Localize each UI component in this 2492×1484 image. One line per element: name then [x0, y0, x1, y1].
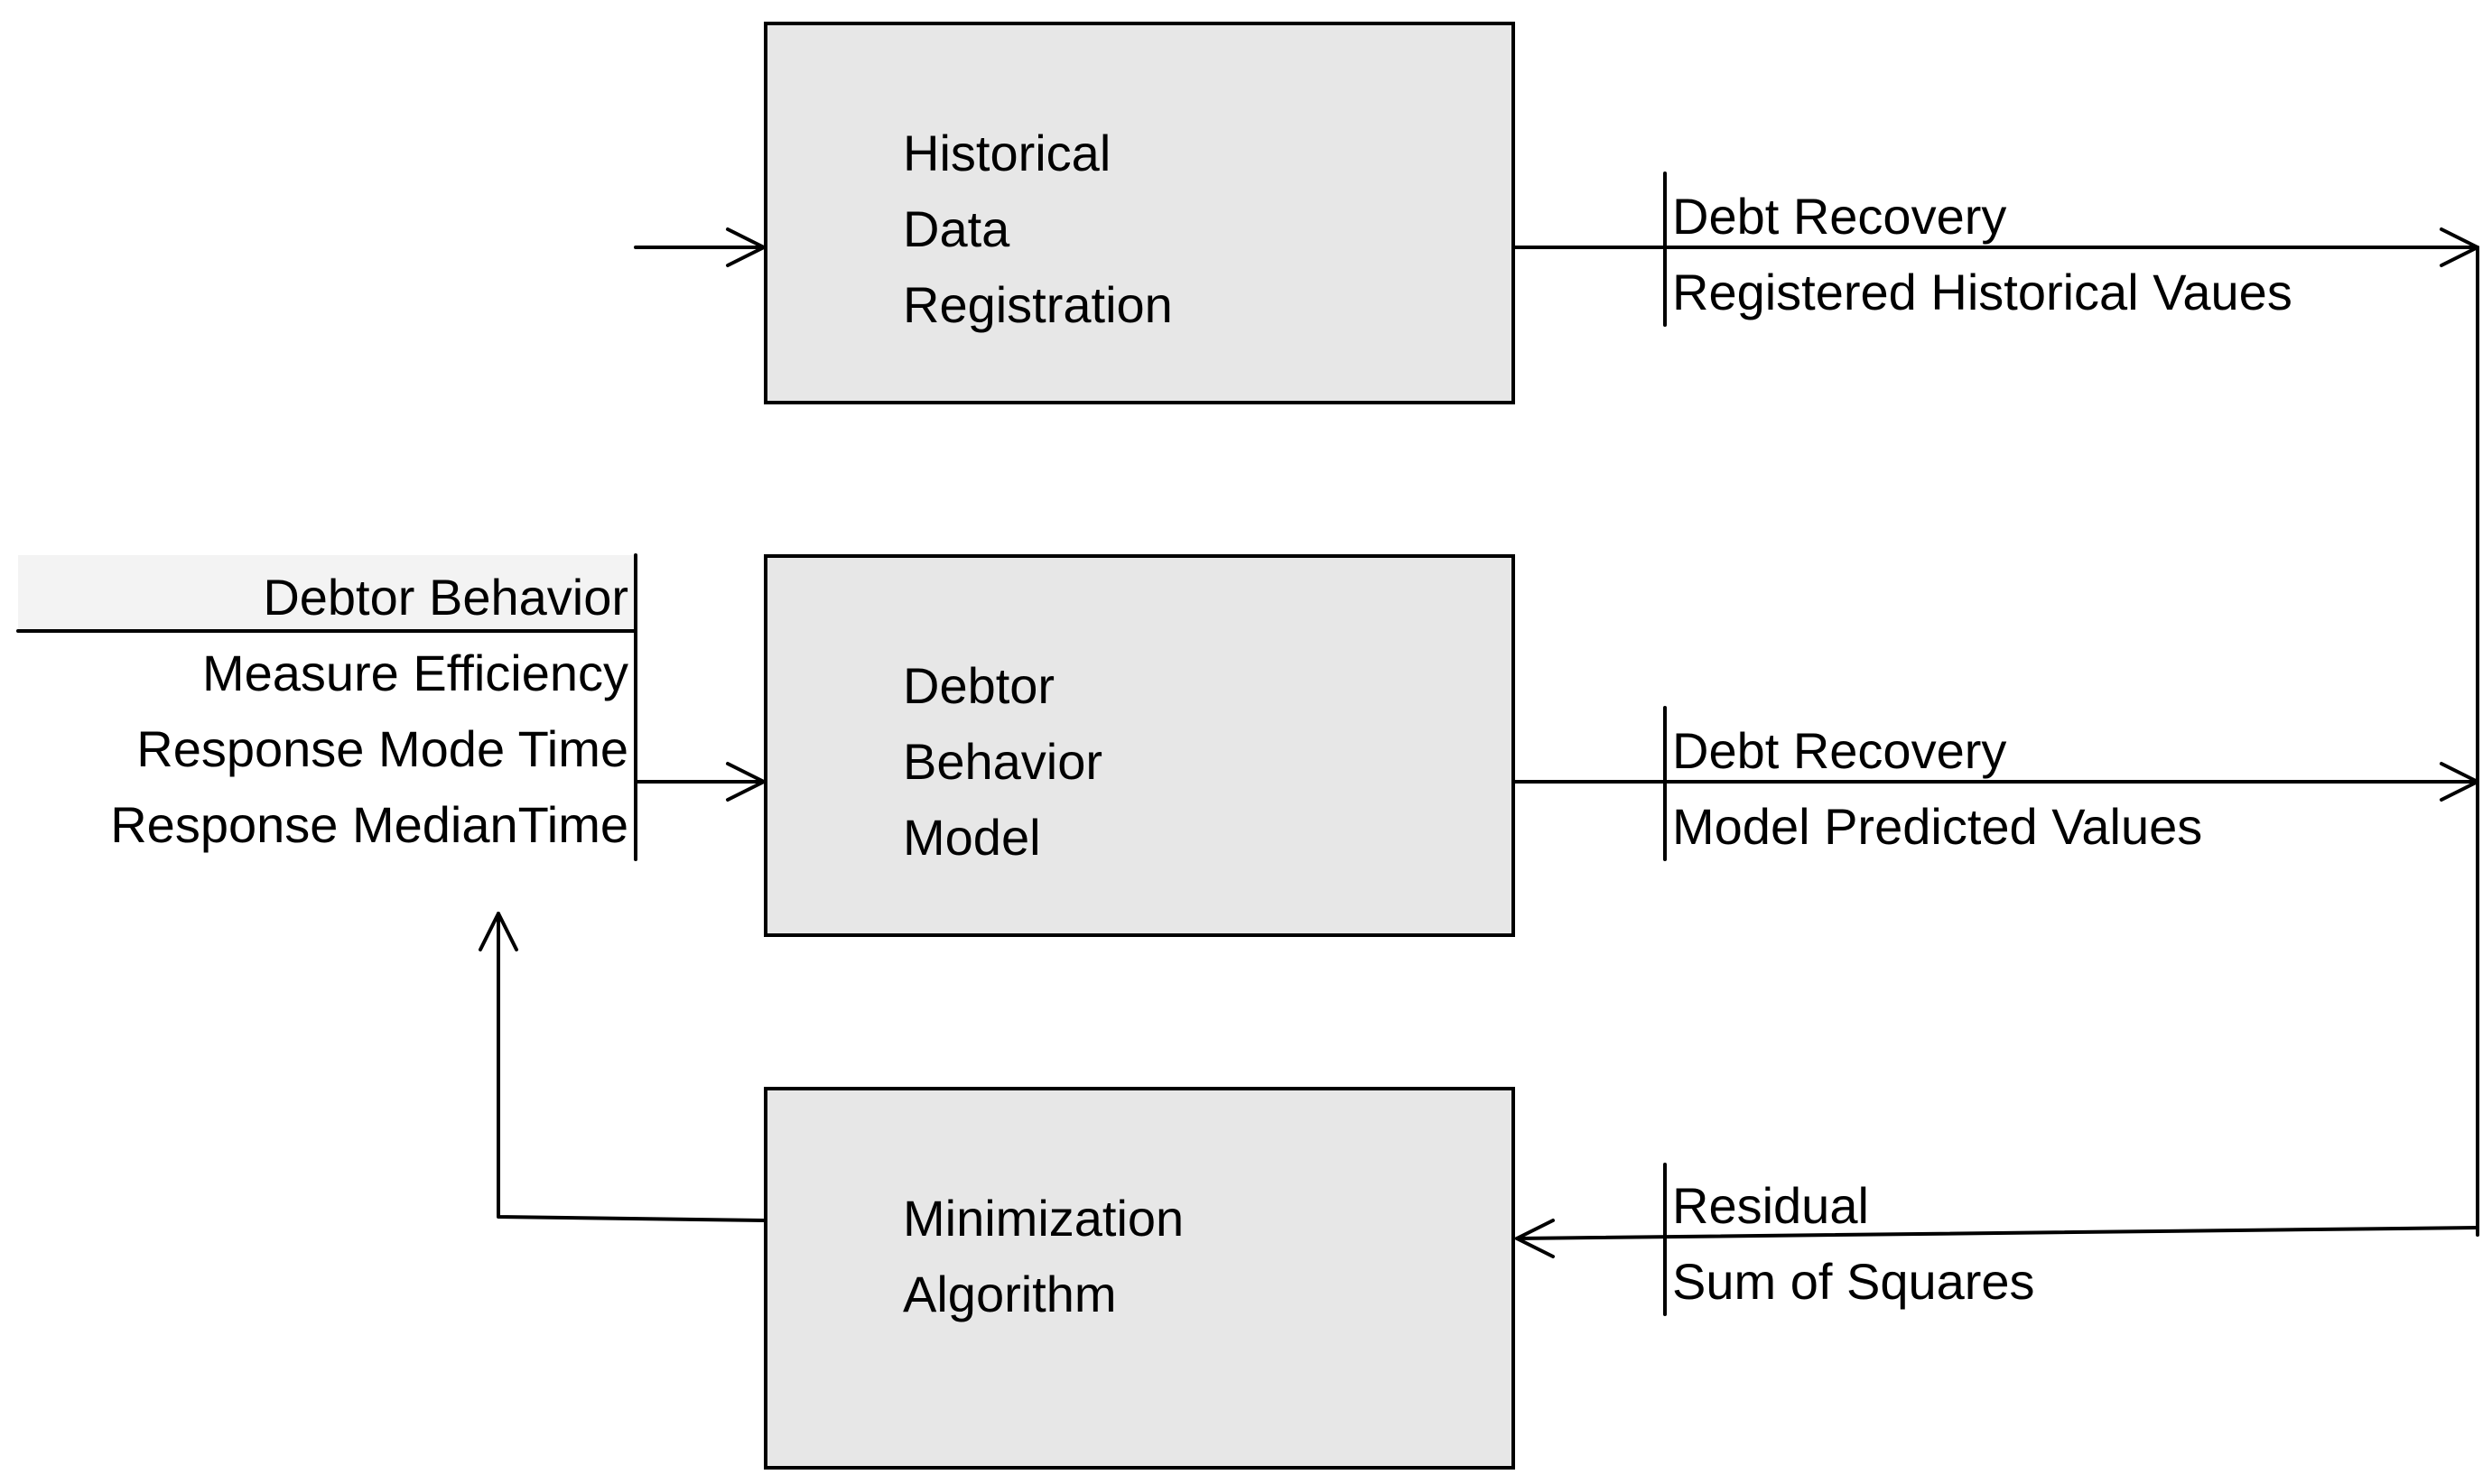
- model-box-text: Debtor Behavior Model: [903, 648, 1102, 876]
- debtor-behavior-model-box: Debtor Behavior Model: [764, 554, 1515, 937]
- feedback-line: [497, 912, 766, 1222]
- historical-flow-label-bottom: Registered Historical Vaues: [1672, 264, 2292, 320]
- historical-box-text: Historical Data Registration: [903, 116, 1173, 343]
- arrowhead-historical-input: [726, 227, 766, 267]
- input-item: Measure Efficiency: [201, 645, 628, 701]
- historical-box-line: Historical: [903, 125, 1111, 181]
- residual-flow-label-top: Residual: [1672, 1177, 1869, 1234]
- historical-data-registration-box: Historical Data Registration: [764, 22, 1515, 404]
- minimization-box-line: Minimization: [903, 1190, 1185, 1247]
- arrowhead-feedback: [479, 912, 518, 951]
- model-flow-label-top: Debt Recovery: [1672, 722, 2007, 779]
- inputs-title: Debtor Behavior: [263, 569, 628, 626]
- historical-box-line: Registration: [903, 276, 1173, 333]
- arrowhead-residual: [1515, 1219, 1555, 1258]
- input-item: Response Mode Time: [136, 720, 628, 777]
- model-box-line: Debtor: [903, 657, 1055, 714]
- residual-line: [1515, 1226, 2479, 1240]
- minimization-box-line: Algorithm: [903, 1266, 1117, 1322]
- model-flow-label-bottom: Model Predicted Values: [1672, 798, 2203, 855]
- arrowhead-model-input: [726, 762, 766, 802]
- residual-flow-label-bottom: Sum of Squares: [1672, 1253, 2035, 1310]
- minimization-box-text: Minimization Algorithm: [903, 1181, 1184, 1332]
- input-item: Response MedianTime: [110, 796, 628, 853]
- historical-box-line: Data: [903, 200, 1010, 257]
- model-box-line: Behavior: [903, 733, 1103, 790]
- historical-flow-label-top: Debt Recovery: [1672, 188, 2007, 245]
- inputs-title-shade: [18, 555, 634, 631]
- minimization-algorithm-box: Minimization Algorithm: [764, 1087, 1515, 1470]
- model-box-line: Model: [903, 809, 1041, 866]
